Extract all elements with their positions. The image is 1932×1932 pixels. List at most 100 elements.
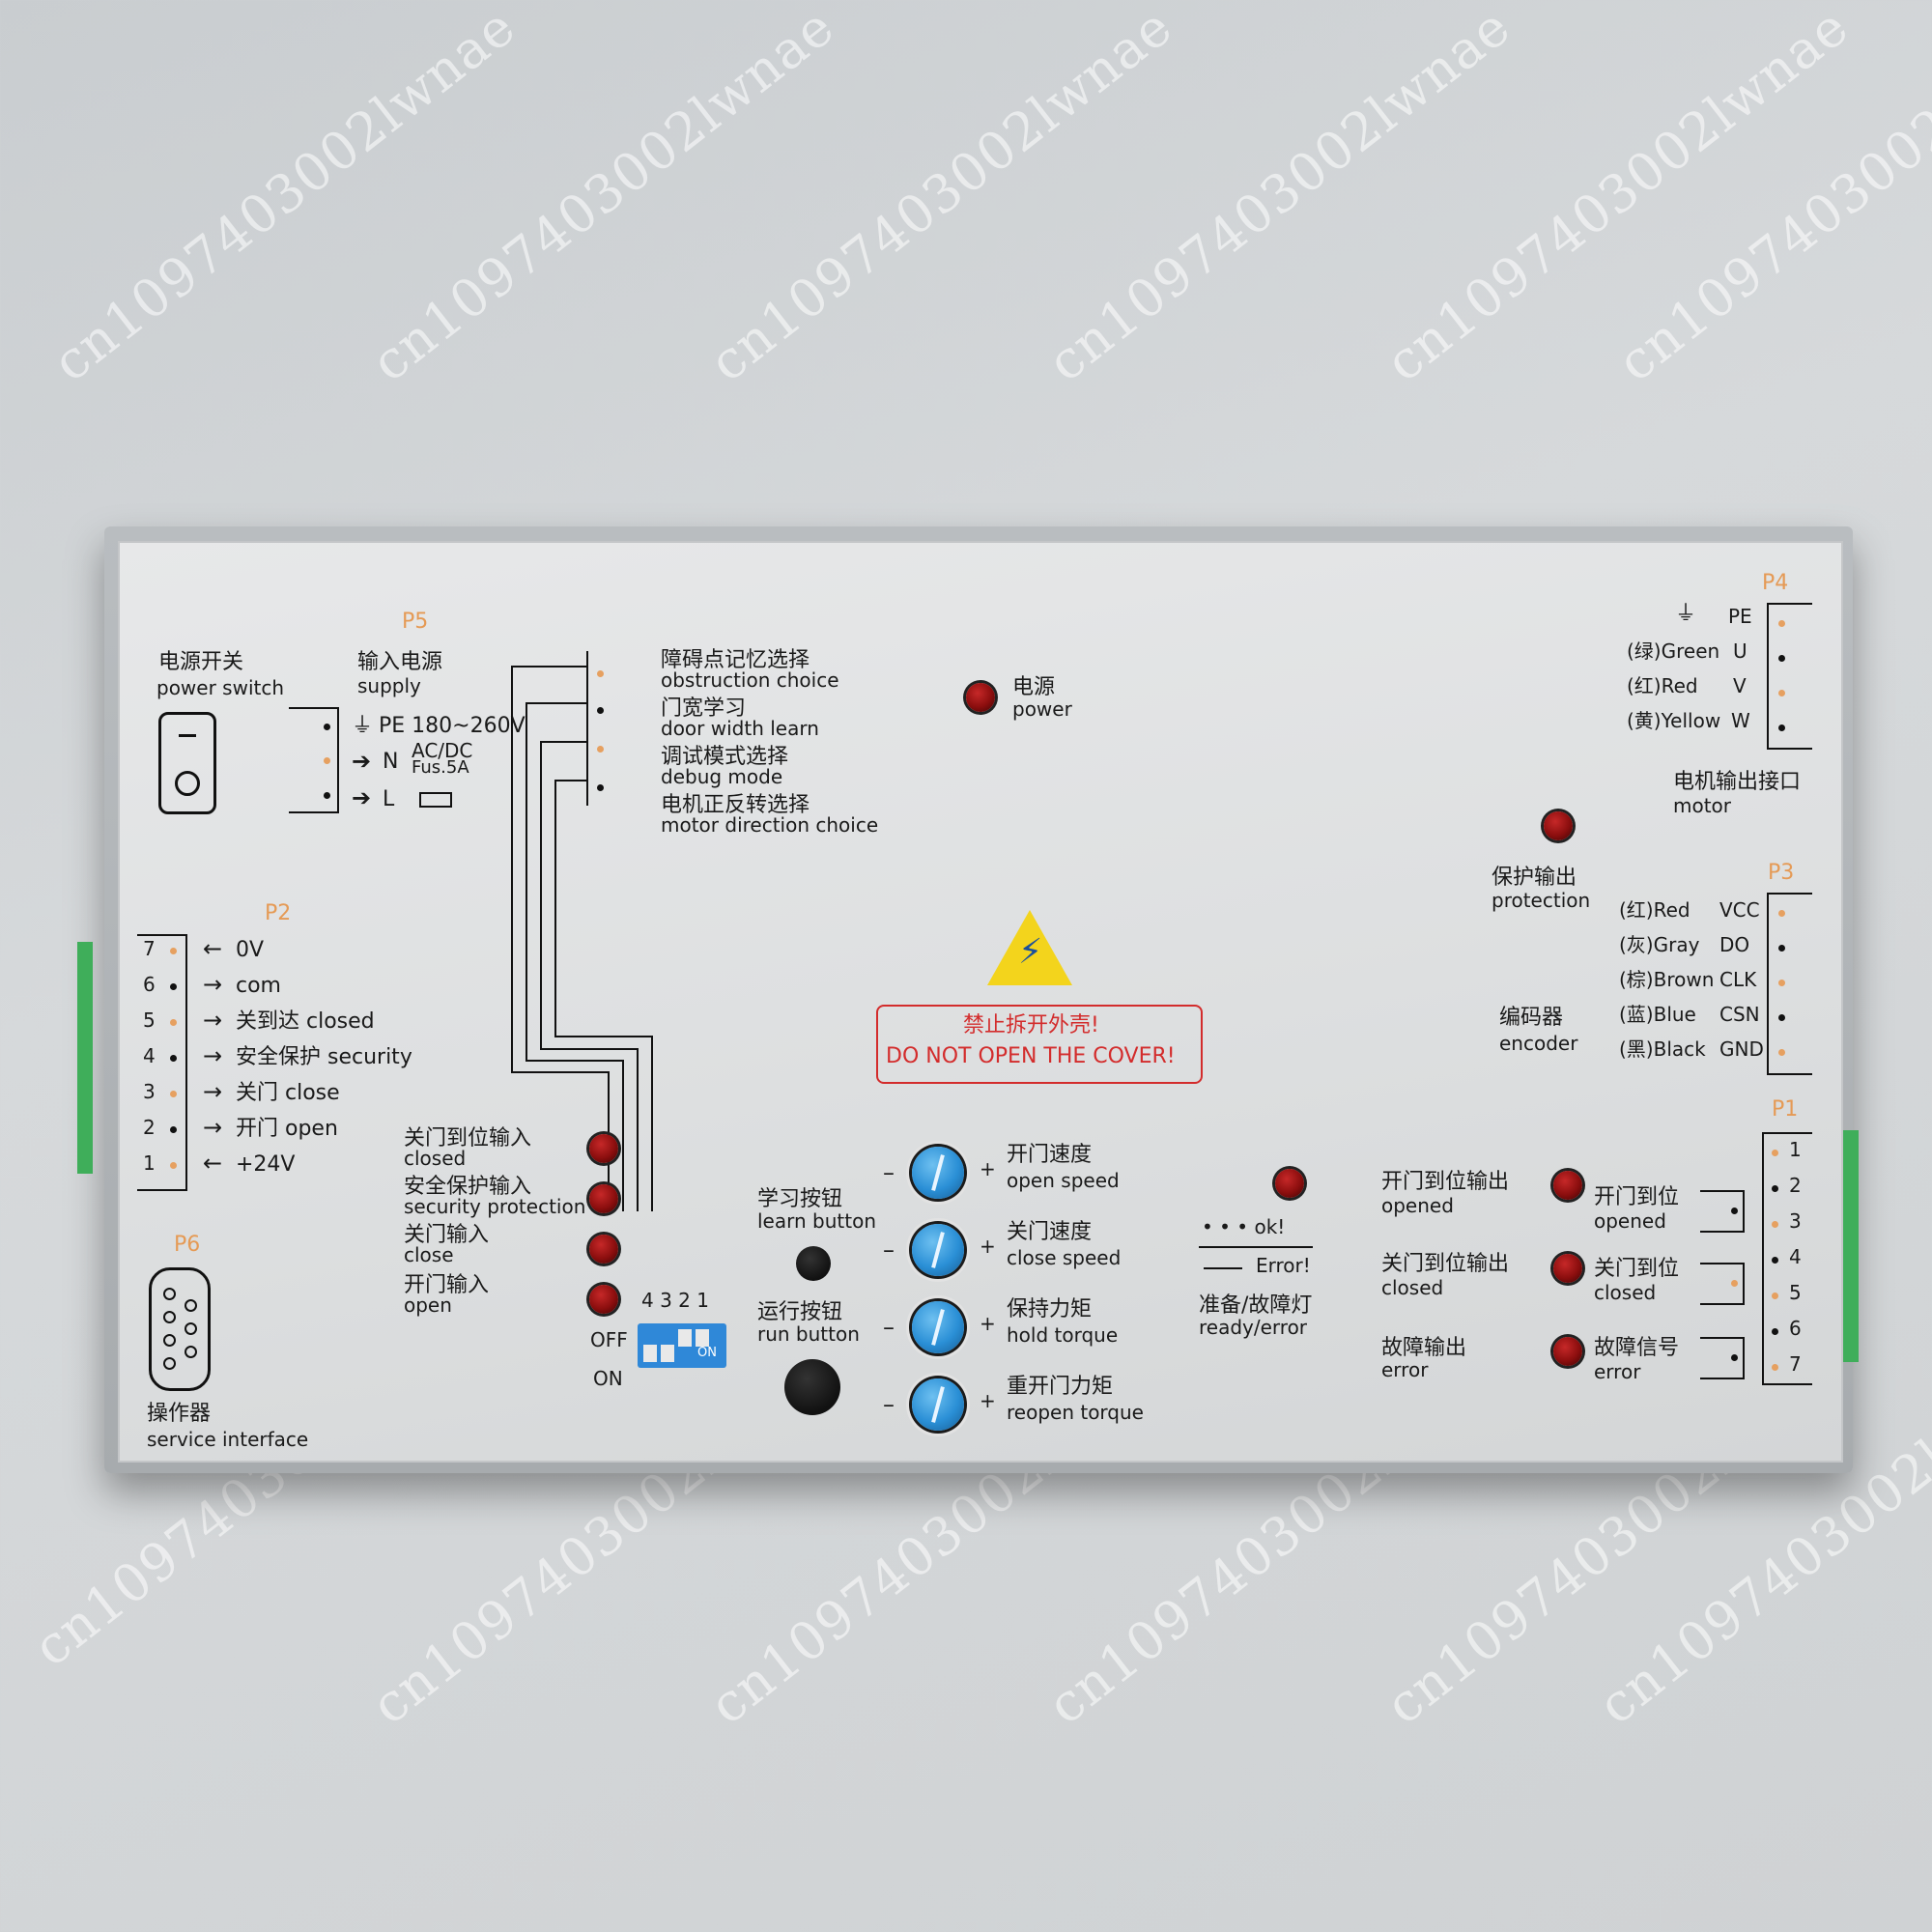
power-led-label-en: power bbox=[1012, 697, 1072, 721]
reopen-torque-knob[interactable] bbox=[912, 1378, 964, 1431]
protection-led bbox=[1544, 811, 1573, 840]
p2-label: P2 bbox=[265, 901, 292, 925]
relay-label-en: closed bbox=[1594, 1281, 1657, 1304]
error-output-led bbox=[1553, 1337, 1582, 1366]
knob-label-cn: 重开门力矩 bbox=[1007, 1375, 1114, 1399]
output-label-cn: 故障输出 bbox=[1381, 1336, 1467, 1360]
plus-icon: + bbox=[980, 1235, 996, 1258]
relay-contact bbox=[1700, 1190, 1745, 1233]
close-speed-knob[interactable] bbox=[912, 1224, 964, 1276]
p6-label: P6 bbox=[174, 1233, 201, 1257]
motor-label-en: motor bbox=[1673, 794, 1732, 817]
p4-label: P4 bbox=[1762, 571, 1789, 595]
input-label-cn: 关门输入 bbox=[404, 1223, 490, 1247]
supply-label-cn: 输入电源 bbox=[357, 650, 443, 674]
plus-icon: + bbox=[980, 1389, 996, 1412]
power-led-label-cn: 电源 bbox=[1012, 675, 1056, 699]
input-label-en: close bbox=[404, 1243, 454, 1266]
knob-label-cn: 关门速度 bbox=[1007, 1220, 1093, 1244]
p3-label: P3 bbox=[1768, 861, 1795, 885]
motor-label-cn: 电机输出接口 bbox=[1673, 770, 1802, 794]
dip-item-label-en: door width learn bbox=[661, 717, 819, 740]
arrow-icon: ← bbox=[203, 1150, 223, 1177]
knob-label-en: close speed bbox=[1007, 1246, 1122, 1269]
input-label-cn: 安全保护输入 bbox=[404, 1175, 532, 1199]
p1-label: P1 bbox=[1772, 1097, 1799, 1122]
dip-item-label-cn: 调试模式选择 bbox=[661, 745, 789, 769]
acdc-label: AC/DC bbox=[412, 739, 473, 762]
dip-item-label-cn: 障碍点记忆选择 bbox=[661, 648, 810, 672]
dip-off-label: OFF bbox=[590, 1328, 628, 1351]
lightning-icon: ⚡ bbox=[1018, 932, 1043, 972]
status-divider bbox=[1199, 1246, 1313, 1248]
arrow-icon: ← bbox=[203, 935, 223, 962]
minus-icon: – bbox=[883, 1391, 895, 1418]
front-panel: 电源开关 power switch P5 输入电源 supply ⏚ PE 18… bbox=[118, 541, 1843, 1463]
p2-terminal[interactable] bbox=[137, 934, 187, 1191]
dip-item-label-cn: 门宽学习 bbox=[661, 696, 747, 721]
input-security-led bbox=[589, 1184, 618, 1213]
fuse-rating-label: Fus.5A bbox=[412, 757, 469, 778]
knob-label-en: open speed bbox=[1007, 1169, 1120, 1192]
relay-label-cn: 开门到位 bbox=[1594, 1185, 1680, 1209]
dip-item-label-cn: 电机正反转选择 bbox=[661, 793, 810, 817]
minus-icon: – bbox=[883, 1236, 895, 1264]
relay-label-en: error bbox=[1594, 1360, 1641, 1383]
service-port[interactable] bbox=[149, 1267, 211, 1391]
arrow-right-icon: ➔ bbox=[352, 784, 372, 811]
p4-terminal[interactable] bbox=[1767, 603, 1812, 750]
plus-icon: + bbox=[980, 1157, 996, 1180]
minus-icon: – bbox=[883, 1159, 895, 1186]
arrow-icon: → bbox=[203, 1042, 223, 1069]
input-label-en: closed bbox=[404, 1147, 467, 1170]
opened-output-led bbox=[1553, 1171, 1582, 1200]
run-button-label-en: run button bbox=[757, 1322, 860, 1346]
output-label-en: error bbox=[1381, 1358, 1429, 1381]
warning-text-en: DO NOT OPEN THE COVER! bbox=[886, 1044, 1176, 1068]
run-button[interactable] bbox=[784, 1359, 840, 1415]
power-switch[interactable] bbox=[158, 712, 216, 814]
input-label-en: open bbox=[404, 1293, 452, 1317]
dip-item-label-en: obstruction choice bbox=[661, 668, 839, 692]
input-label-en: security protection bbox=[404, 1195, 586, 1218]
p5-pin bbox=[324, 724, 330, 730]
p3-terminal[interactable] bbox=[1767, 893, 1812, 1075]
closed-output-led bbox=[1553, 1254, 1582, 1283]
right-terminal-block bbox=[1843, 1130, 1859, 1362]
plus-icon: + bbox=[980, 1312, 996, 1335]
p1-terminal[interactable]: 1 2 3 4 5 6 7 bbox=[1762, 1132, 1812, 1385]
knob-label-cn: 保持力矩 bbox=[1007, 1297, 1093, 1321]
arrow-icon: → bbox=[203, 1078, 223, 1105]
input-closed-led bbox=[589, 1134, 618, 1163]
minus-icon: – bbox=[883, 1314, 895, 1341]
dip-switch[interactable]: ON bbox=[638, 1323, 726, 1368]
learn-button[interactable] bbox=[796, 1246, 831, 1281]
fuse-icon bbox=[419, 792, 452, 808]
left-terminal-block bbox=[77, 942, 93, 1174]
output-label-cn: 关门到位输出 bbox=[1381, 1252, 1510, 1276]
input-open-led bbox=[589, 1285, 618, 1314]
output-label-en: closed bbox=[1381, 1276, 1444, 1299]
dip-on-label: ON bbox=[593, 1367, 623, 1390]
open-speed-knob[interactable] bbox=[912, 1147, 964, 1199]
ground-icon: ⏚ bbox=[352, 714, 374, 738]
power-led bbox=[966, 683, 995, 712]
warning-text-cn: 禁止拆开外壳! bbox=[963, 1013, 1099, 1037]
power-switch-label-en: power switch bbox=[156, 676, 285, 699]
l-label: L bbox=[383, 787, 395, 811]
relay-label-en: opened bbox=[1594, 1209, 1666, 1233]
dip-item-label-en: motor direction choice bbox=[661, 813, 879, 837]
run-button-label-cn: 运行按钮 bbox=[757, 1300, 843, 1324]
ready-error-led bbox=[1275, 1169, 1304, 1198]
knob-label-en: hold torque bbox=[1007, 1323, 1119, 1347]
p5-pin bbox=[324, 757, 330, 764]
hold-torque-knob[interactable] bbox=[912, 1301, 964, 1353]
p5-terminal[interactable] bbox=[289, 707, 339, 813]
high-voltage-warning-icon bbox=[987, 910, 1072, 985]
dip-item-label-en: debug mode bbox=[661, 765, 783, 788]
status-error-label: Error! bbox=[1256, 1254, 1311, 1277]
arrow-icon: → bbox=[203, 1007, 223, 1034]
warning-box: 禁止拆开外壳! DO NOT OPEN THE COVER! bbox=[876, 1005, 1203, 1084]
n-label: N bbox=[383, 750, 399, 774]
encoder-label-cn: 编码器 bbox=[1499, 1006, 1564, 1030]
